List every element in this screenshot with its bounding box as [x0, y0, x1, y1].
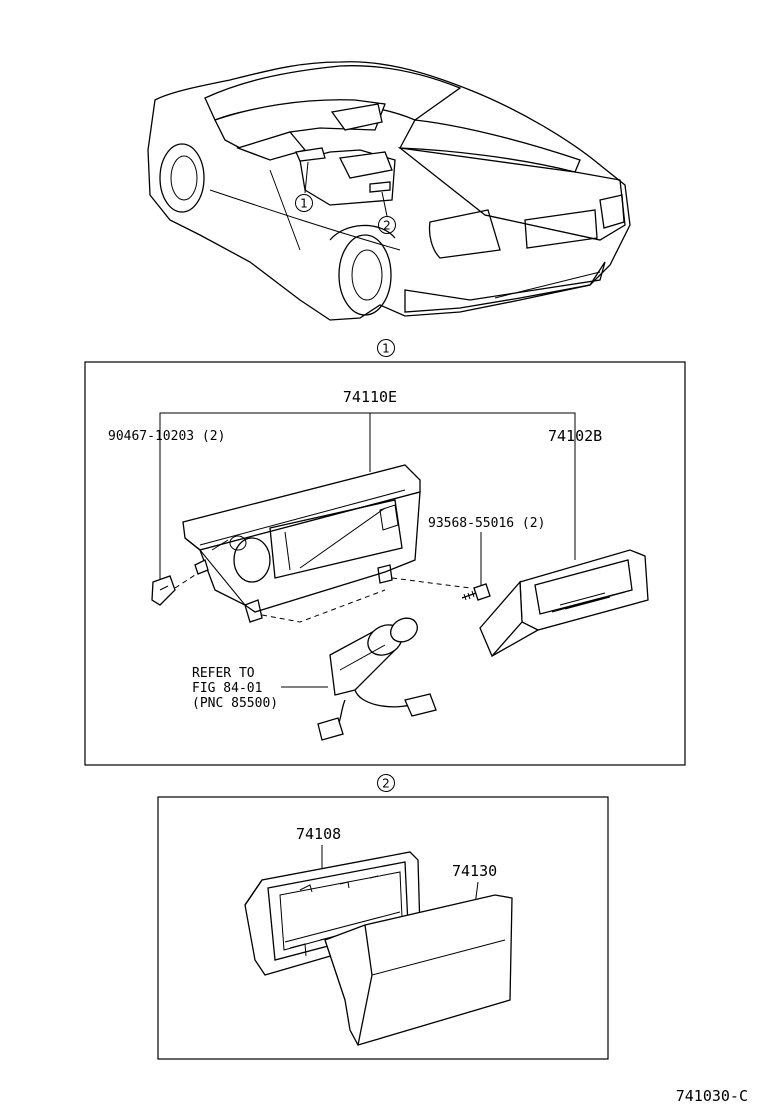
section-1-badge: 1 — [377, 339, 395, 357]
figure-code: 741030-C — [676, 1087, 748, 1105]
svg-text:2: 2 — [383, 219, 391, 233]
label-74110E: 74110E — [343, 388, 397, 406]
alignment-dashes-section-1 — [261, 577, 471, 623]
svg-text:1: 1 — [382, 342, 390, 356]
part-74102B-insert — [479, 549, 649, 658]
label-pnc-85500: (PNC 85500) — [192, 696, 278, 711]
part-74110E-housing — [182, 464, 421, 623]
section-2-frame — [157, 796, 609, 1060]
label-74108: 74108 — [296, 825, 341, 843]
callout-1: 1 — [295, 194, 313, 212]
label-74130: 74130 — [452, 862, 497, 880]
label-fig-84-01: FIG 84-01 — [192, 681, 262, 696]
callout-2: 2 — [378, 216, 396, 234]
svg-text:2: 2 — [382, 777, 390, 791]
section-2-badge: 2 — [377, 774, 395, 792]
part-93568-55016-screw — [461, 583, 491, 601]
part-cigarette-lighter — [317, 617, 437, 741]
part-74130-box — [324, 894, 513, 1046]
label-93568-55016: 93568-55016 (2) — [428, 516, 545, 531]
label-90467-10203: 90467-10203 (2) — [108, 429, 225, 444]
car-illustration — [147, 61, 631, 321]
svg-text:1: 1 — [300, 197, 308, 211]
section-1-frame — [84, 361, 686, 766]
leader-lines-section-1 — [159, 412, 576, 688]
part-90467-10203-clip — [151, 559, 209, 606]
label-refer-to: REFER TO — [192, 666, 255, 681]
